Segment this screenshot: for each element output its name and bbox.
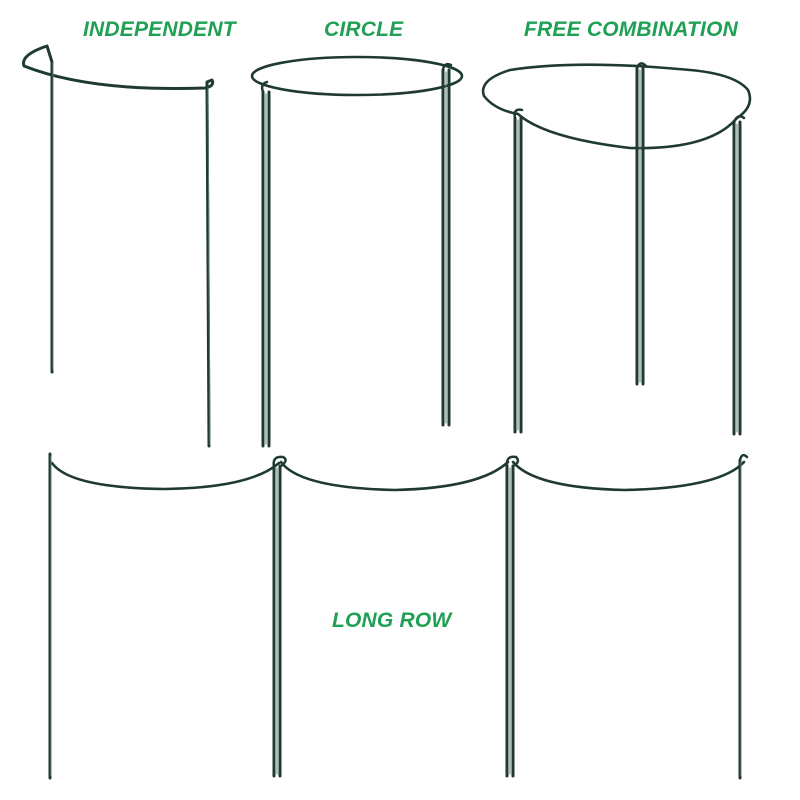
- label-long-row: LONG ROW: [332, 609, 452, 632]
- circle-stakes: [250, 55, 464, 448]
- label-independent: INDEPENDENT: [83, 18, 236, 41]
- long-row-stakes: [48, 452, 749, 780]
- label-circle: CIRCLE: [324, 18, 404, 41]
- label-free-combination: FREE COMBINATION: [524, 18, 738, 41]
- free-combination-stakes: [481, 62, 752, 436]
- independent-stake: [22, 44, 215, 448]
